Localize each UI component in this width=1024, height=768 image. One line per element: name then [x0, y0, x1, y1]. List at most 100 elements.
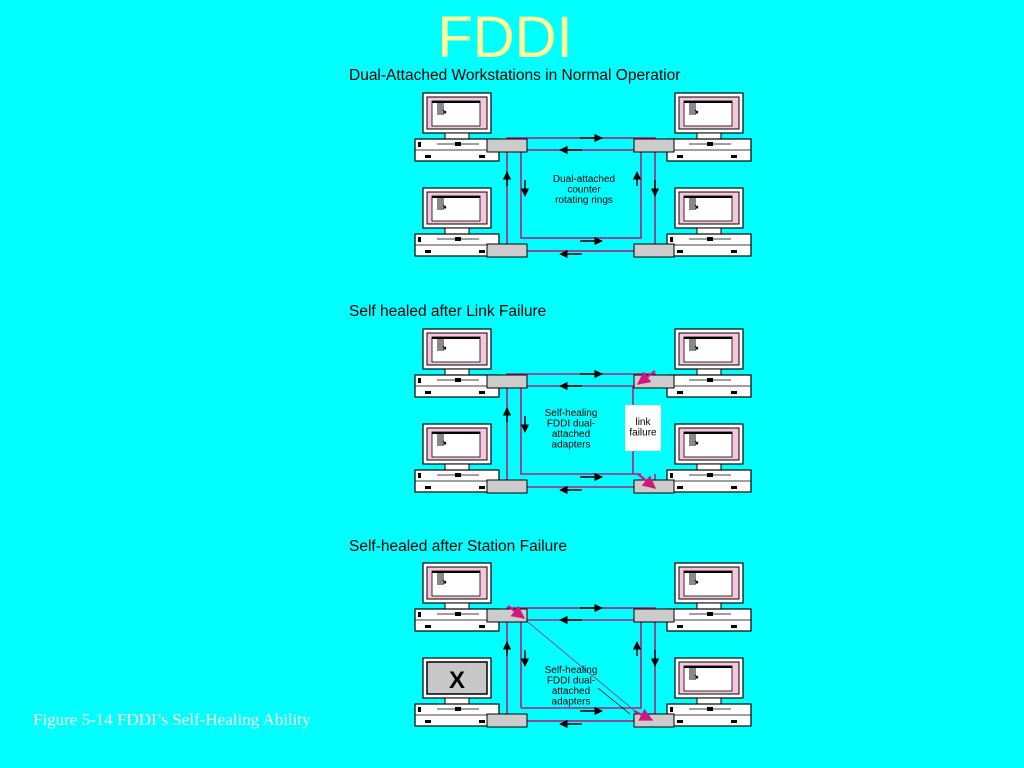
foot [731, 720, 737, 723]
power-led [670, 237, 673, 242]
power-led [670, 707, 673, 712]
window-block [689, 198, 696, 210]
monitor-stand [444, 227, 470, 235]
window-block [437, 103, 444, 115]
window-block [689, 668, 696, 680]
drive-button [707, 473, 713, 477]
link-failure-label: failure [629, 428, 657, 439]
drive-button [455, 612, 461, 616]
window-block [689, 103, 696, 115]
fddi-adapter [486, 243, 528, 258]
bypass-line [516, 612, 642, 717]
workstation [414, 187, 500, 257]
monitor-stand [444, 368, 470, 376]
drive-button [455, 378, 461, 382]
foot [479, 486, 485, 489]
power-led [418, 612, 421, 617]
fddi-adapter [633, 608, 675, 623]
fddi-adapter [486, 713, 528, 728]
foot [425, 391, 431, 394]
power-led [418, 473, 421, 478]
window-block [437, 198, 444, 210]
foot [425, 250, 431, 253]
foot [479, 250, 485, 253]
power-led [418, 237, 421, 242]
adapter-label: Self-healing [545, 408, 598, 419]
workstation [414, 328, 500, 398]
workstation [666, 657, 752, 727]
mouse-pointer [442, 579, 447, 584]
adapter-label: attached [552, 429, 590, 440]
foot [677, 391, 683, 394]
foot [731, 155, 737, 158]
adapter-label: attached [552, 686, 590, 697]
ring-label: counter [567, 185, 601, 196]
section-heading-link-failure: Self healed after Link Failure [349, 303, 547, 320]
foot [677, 720, 683, 723]
workstation [666, 187, 752, 257]
monitor-stand [444, 602, 470, 610]
mouse-pointer [442, 204, 447, 209]
workstation [666, 562, 752, 632]
section-heading-station-failure: Self-healed after Station Failure [349, 538, 567, 555]
mouse-pointer [694, 440, 699, 445]
adapter-label: adapters [552, 697, 591, 708]
slide-title: FDDI [437, 5, 573, 70]
foot [425, 155, 431, 158]
ring-label: rotating rings [555, 195, 613, 206]
foot [425, 625, 431, 628]
fddi-adapter [486, 138, 528, 153]
fddi-adapter [633, 243, 675, 258]
heal-arrow [633, 708, 654, 721]
section-heading-normal: Dual-Attached Workstations in Normal Ope… [349, 67, 681, 84]
ring-label: Dual-attached [553, 174, 615, 185]
workstation [666, 328, 752, 398]
fddi-adapter [486, 479, 528, 494]
monitor-stand [696, 602, 722, 610]
fddi-adapter [486, 374, 528, 389]
window-block [689, 434, 696, 446]
drive-button [455, 142, 461, 146]
link-failure-box [625, 405, 661, 451]
failed-screen [426, 661, 488, 695]
mouse-pointer [442, 109, 447, 114]
label-leader [597, 687, 631, 715]
heal-arrow [636, 370, 656, 385]
monitor-stand [696, 227, 722, 235]
window-block [689, 339, 696, 351]
foot [731, 486, 737, 489]
heal-arrow [637, 473, 657, 489]
adapter-label: FDDI dual- [547, 419, 595, 430]
foot [677, 250, 683, 253]
adapter-label: FDDI dual- [547, 676, 595, 687]
window-block [437, 339, 444, 351]
mouse-pointer [442, 440, 447, 445]
drive-button [455, 473, 461, 477]
link-failure-label: link [635, 417, 651, 428]
figure-caption: Figure 5-14 FDDI’s Self-Healing Ability [33, 710, 311, 729]
power-led [418, 707, 421, 712]
power-led [418, 378, 421, 383]
foot [677, 625, 683, 628]
monitor-stand [696, 132, 722, 140]
window-block [437, 434, 444, 446]
power-led [418, 142, 421, 147]
monitor-stand [696, 368, 722, 376]
foot [731, 391, 737, 394]
drive-button [707, 707, 713, 711]
workstation [414, 92, 500, 162]
monitor-stand [696, 697, 722, 705]
window-block [437, 573, 444, 585]
foot [479, 720, 485, 723]
fddi-adapter [633, 138, 675, 153]
adapter-label: adapters [552, 440, 591, 451]
mouse-pointer [694, 345, 699, 350]
heal-arrow [507, 605, 526, 619]
foot [677, 155, 683, 158]
monitor-stand [444, 697, 470, 705]
foot [425, 486, 431, 489]
window-block [689, 573, 696, 585]
fddi-adapter [633, 713, 675, 728]
foot [731, 625, 737, 628]
